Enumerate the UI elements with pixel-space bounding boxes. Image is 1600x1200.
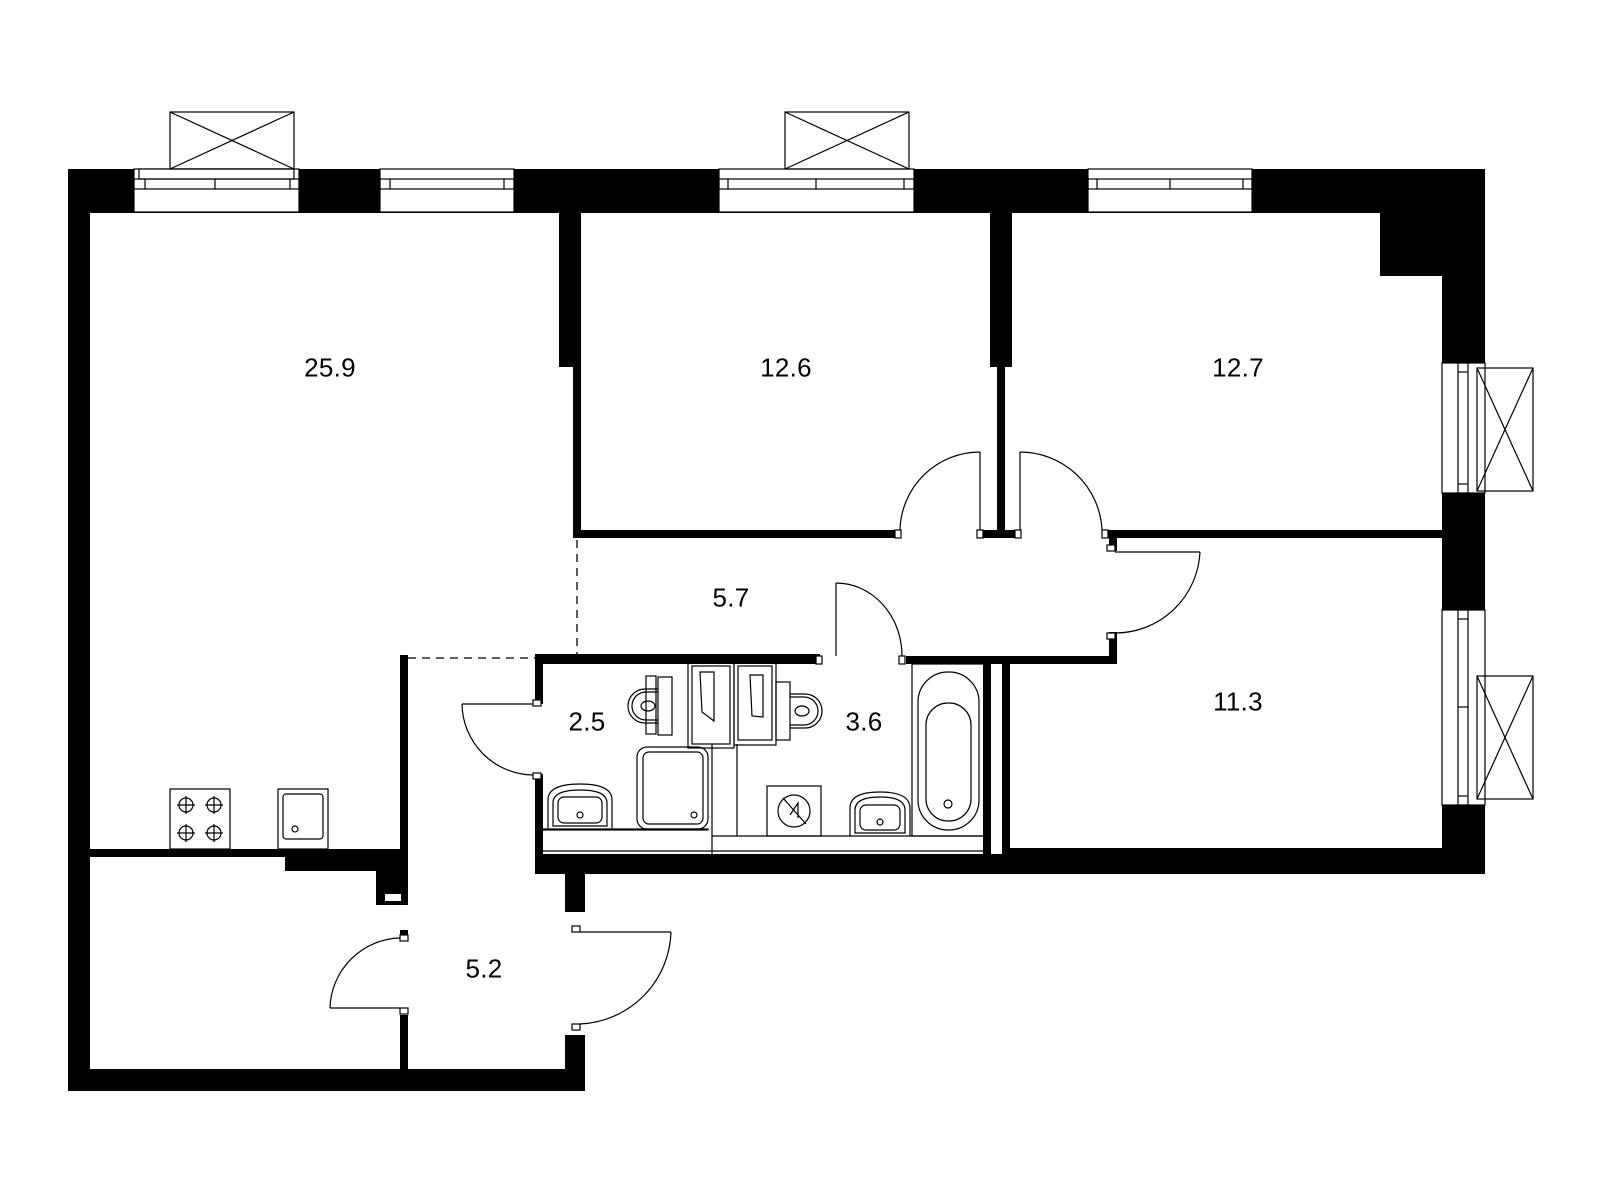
room-area-entrance: 5.2 — [465, 953, 503, 984]
ac-unit-icon — [784, 111, 910, 170]
bathroom-fixtures — [712, 663, 986, 837]
toilet-icon — [627, 676, 673, 736]
room-area-wc: 2.5 — [568, 706, 606, 737]
door-bedroom-2 — [1014, 451, 1109, 539]
outer-walls — [68, 169, 1485, 1091]
washbasin-icon — [849, 791, 911, 836]
wc-fixtures — [542, 661, 985, 854]
washing-machine-icon — [766, 785, 822, 837]
ac-unit-icon — [1476, 675, 1534, 800]
toilet-icon — [775, 681, 823, 741]
right-windows — [1441, 362, 1486, 806]
room-area-bathroom: 3.6 — [845, 706, 883, 737]
door-bedroom-3 — [1106, 544, 1201, 640]
room-area-bedroom-1: 12.6 — [760, 352, 812, 383]
interior-walls — [90, 212, 1442, 1071]
room-area-bedroom-2: 12.7 — [1212, 352, 1264, 383]
room-area-hallway: 5.7 — [712, 582, 750, 613]
washbasin-icon — [547, 783, 613, 829]
zone-dividers — [408, 540, 578, 659]
room-area-living-kitchen: 25.9 — [304, 352, 356, 383]
ac-units — [169, 111, 1534, 800]
kitchen-sink-icon — [277, 788, 329, 850]
stove-icon — [169, 788, 231, 850]
room-area-bedroom-3: 11.3 — [1213, 686, 1263, 717]
ac-unit-icon — [169, 111, 295, 170]
top-windows — [133, 168, 1253, 213]
door-bathroom — [815, 582, 906, 665]
door-wc — [461, 699, 542, 780]
bathtub-icon — [911, 663, 986, 837]
door-bedroom-1 — [894, 451, 984, 539]
doors — [329, 451, 1201, 1031]
door-entrance — [571, 925, 672, 1031]
shower-icon — [636, 746, 709, 830]
ac-unit-icon — [1476, 367, 1534, 492]
door-storage — [329, 934, 409, 1015]
